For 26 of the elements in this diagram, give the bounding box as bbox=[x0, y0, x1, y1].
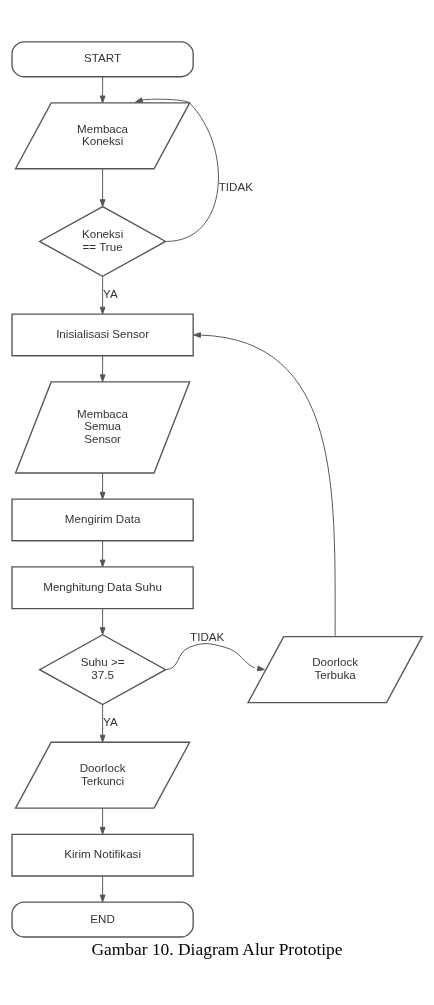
edge-label: YA bbox=[103, 714, 118, 728]
node-diamond: Suhu >= 37.5 bbox=[38, 633, 167, 705]
arrow bbox=[99, 607, 106, 635]
arrow bbox=[99, 275, 106, 314]
edge-label: TIDAK bbox=[218, 179, 253, 193]
node-box: END bbox=[11, 900, 194, 938]
node-box: Kirim Notifikasi bbox=[11, 833, 194, 877]
node-box: Menghitung Data Suhu bbox=[11, 565, 194, 609]
arrow bbox=[99, 472, 106, 500]
node-box: Mengirim Data bbox=[11, 497, 194, 541]
arrow bbox=[193, 331, 336, 636]
arrow bbox=[99, 875, 106, 902]
node-box: Inisialisasi Sensor bbox=[11, 312, 194, 356]
arrow bbox=[99, 540, 106, 567]
edge-label: YA bbox=[103, 286, 118, 300]
arrow bbox=[99, 168, 106, 207]
arrow bbox=[99, 807, 106, 835]
caption: Gambar 10. Diagram Alur Prototipe bbox=[91, 938, 343, 959]
edge-label: TIDAK bbox=[190, 629, 225, 643]
arrow bbox=[165, 642, 265, 671]
arrow bbox=[99, 75, 106, 103]
arrow bbox=[135, 96, 219, 242]
arrow bbox=[99, 355, 106, 382]
node-box: START bbox=[11, 40, 194, 77]
node-diamond: Koneksi == True bbox=[38, 205, 167, 277]
arrow bbox=[99, 703, 106, 742]
